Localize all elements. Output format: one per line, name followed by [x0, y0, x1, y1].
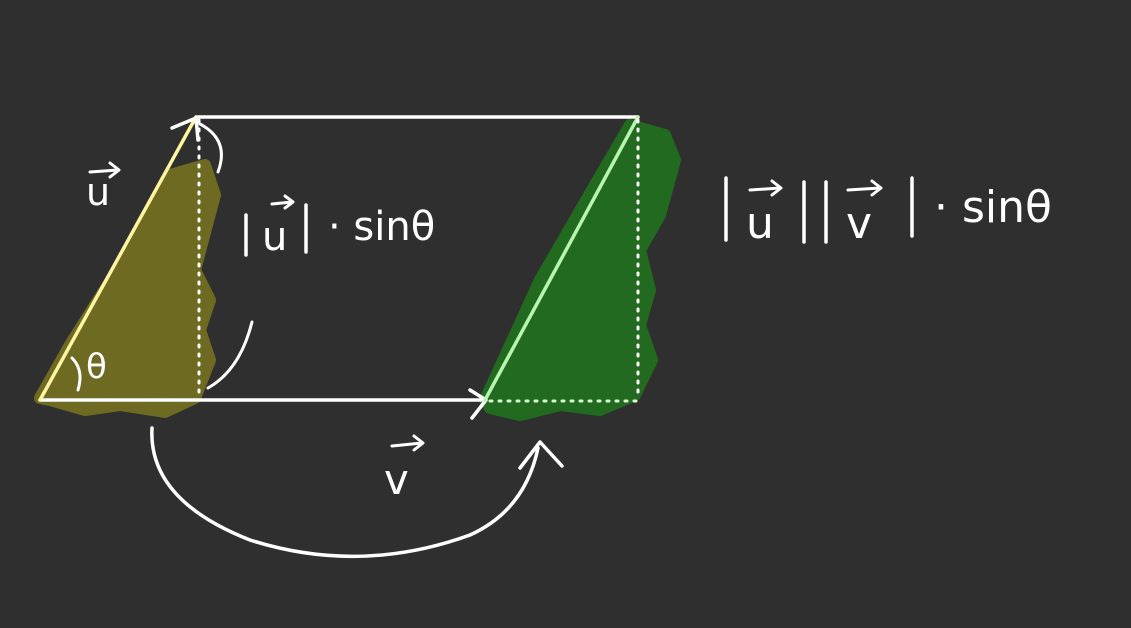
height-expr-tail: · sinθ — [328, 204, 435, 250]
area-expr-u: u — [746, 198, 774, 249]
label-vector-u: u — [86, 161, 121, 214]
translation-arrowhead — [518, 440, 564, 470]
label-theta: θ — [86, 347, 107, 387]
top-angle-arc — [198, 122, 223, 174]
label-u-text: u — [86, 170, 110, 214]
height-pointer-curve — [206, 320, 254, 390]
height-expr-u: u — [262, 214, 287, 260]
right-triangle-highlight — [479, 119, 681, 421]
left-triangle-highlight — [34, 159, 221, 418]
height-expression: u · sinθ — [244, 194, 435, 260]
label-vector-v: v — [384, 434, 425, 504]
vector-u-line — [38, 115, 198, 402]
area-expr-v: v — [846, 198, 872, 249]
area-expr-tail: · sinθ — [934, 182, 1052, 233]
parallelogram-right-edge — [483, 115, 640, 402]
theta-arc — [70, 356, 82, 392]
area-expression: u v · sinθ — [724, 176, 1052, 249]
translation-arrow-curve — [150, 426, 540, 559]
vector-u-arrowhead — [170, 116, 200, 142]
label-v-text: v — [384, 455, 409, 504]
